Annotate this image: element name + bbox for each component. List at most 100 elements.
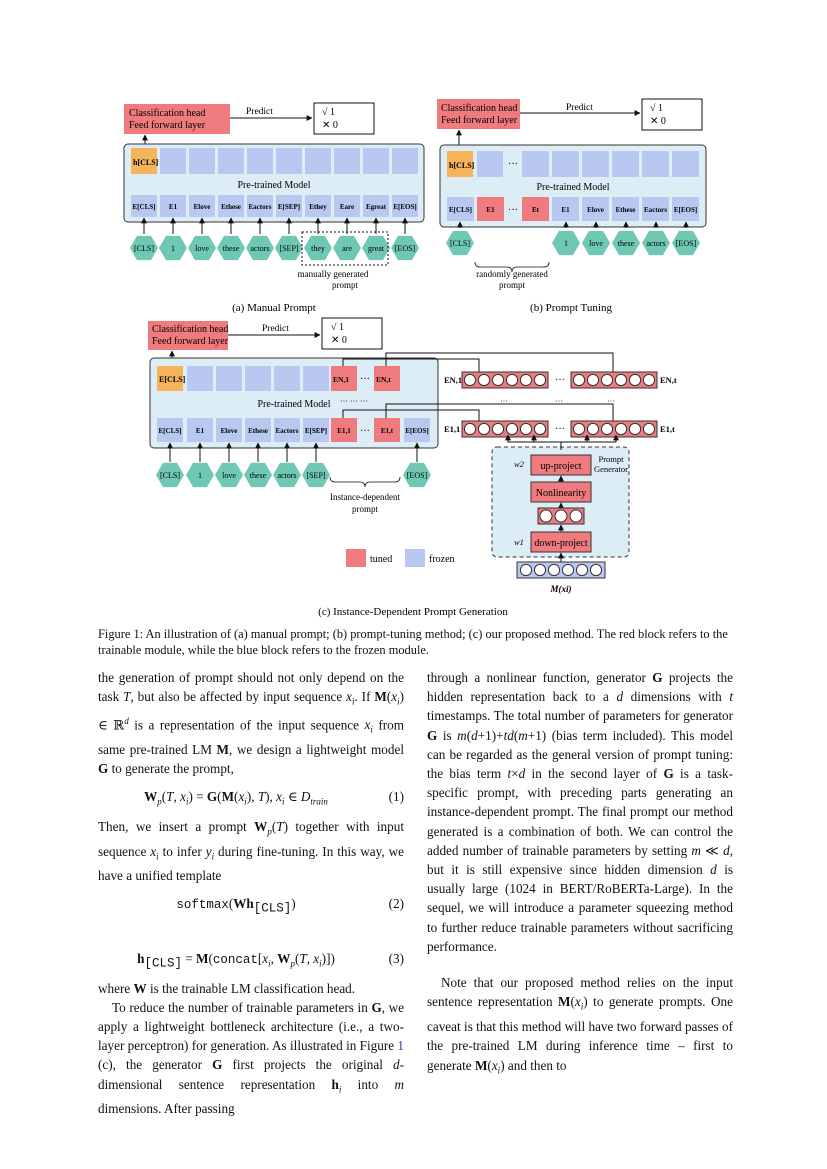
left-p3: where W is the trainable LM classificati… [98,980,356,996]
token-c-2 [215,462,243,488]
eq2-number: (2) [388,895,404,911]
token-c-3-label: these [250,471,267,480]
embed-b-3-label: E1 [561,206,570,214]
token-c-5-label: [SEP] [306,471,325,480]
classification-head-c [148,321,228,350]
eq3-number: (3) [388,950,404,966]
token-a-1-label: 1 [171,244,175,253]
note-line2-c: prompt [352,504,378,514]
token-b-0-label: [CLS] [450,239,470,248]
gen-label-ent: EN,t [660,375,677,385]
embed-a-0 [131,195,157,217]
embed-b-5-label: Ethese [616,206,636,214]
token-a-7-label: are [342,244,352,253]
note-line1-b: randomly generated [476,269,548,279]
token-c-1 [186,462,214,488]
token-a-2-label: love [195,244,209,253]
token-b-4-label: actors [646,239,665,248]
embed-b-0 [447,197,474,221]
ellipsis-b2: ··· [508,205,518,216]
embed-a-1 [160,195,186,217]
embed-c-0 [157,418,183,442]
embed-c-6-label: E1,1 [337,427,351,435]
embed-b-3 [552,197,579,221]
token-a-5-label: [SEP] [279,244,298,253]
model-label-a: Pre-trained Model [237,180,310,191]
top-embed-en1: EN,1 [333,375,349,384]
caption-a: (a) Manual Prompt [232,302,316,314]
legend-tuned-swatch [346,549,366,567]
out-yes-c: √ 1 [331,322,344,333]
token-a-5 [275,235,303,261]
note-line2-b: prompt [499,280,525,290]
embed-b-1 [477,197,504,221]
equation-1: Wp(T, xi) = G(M(xi), T), xi ∈ Dtrain (1) [144,788,404,807]
predict-c: Predict [262,324,289,334]
panel-a: Classification head Feed forward layer P… [123,102,425,314]
head-line1-b: Classification head [441,103,517,114]
embed-c-2-label: Elove [221,427,238,435]
legend-frozen-swatch [405,549,425,567]
note-line1-c: Instance-dependent [330,492,400,502]
gen-label-e1t: E1,t [660,424,675,434]
right-p2: Note that our proposed method relies on … [427,975,733,1076]
embed-b-4-label: Elove [587,206,604,214]
embed-c-6 [331,418,357,442]
token-a-8-label: great [368,244,385,253]
token-a-8 [362,235,390,261]
embed-c-2 [216,418,242,442]
note-line2-a: prompt [332,280,358,290]
token-a-4 [246,235,274,261]
token-b-5-label: [EOS] [676,239,697,248]
embed-a-9 [392,195,418,217]
svg-text:···: ··· [555,397,563,406]
left-p2: Then, we insert a prompt Wp(T) together … [98,818,405,884]
token-a-1 [159,235,187,261]
embed-a-3-label: Ethese [221,203,241,211]
right-p1: through a nonlinear function, generator … [427,670,734,954]
out-no-b: ✕ 0 [650,116,666,127]
token-b-0 [446,230,474,256]
classification-head-b [437,99,520,129]
left-p4: To reduce the number of trainable parame… [98,999,405,1117]
token-c-1-label: 1 [198,471,202,480]
gen-label-en1: EN,1 [444,375,462,385]
embed-c-5 [303,418,329,442]
embed-a-7-label: Eare [340,203,354,211]
embed-c-4-label: Eactors [276,427,299,435]
token-b-1-label: 1 [564,239,568,248]
embed-a-2-label: Elove [194,203,211,211]
output-box-a [313,102,375,135]
equation-2: softmax(Wh[CLS]) (2) [176,895,404,916]
embed-c-4 [274,418,300,442]
classification-head-a [124,104,230,134]
embed-a-5 [276,195,302,217]
embed-a-7 [334,195,360,217]
embed-c-0-label: E[CLS] [159,427,182,435]
embed-a-4-label: Eactors [249,203,272,211]
embed-a-3 [218,195,244,217]
svg-text:···: ··· [555,424,565,435]
pretrained-model-b [439,144,707,228]
embed-c-1-label: E1 [196,427,205,435]
head-line2-b: Feed forward layer [441,115,518,126]
embed-a-6 [305,195,331,217]
out-no-c: ✕ 0 [331,335,347,346]
token-b-1 [552,230,580,256]
token-c-0 [156,462,184,488]
token-c-5 [302,462,330,488]
token-a-7 [333,235,361,261]
caption-b: (b) Prompt Tuning [530,302,612,314]
panel-c: Classification head Feed forward layer P… [148,317,677,618]
embed-a-8 [363,195,389,217]
svg-text:··· ··· ···: ··· ··· ··· [340,397,368,406]
h-cls-b: h[CLS] [449,161,475,170]
predict-a: Predict [246,107,273,117]
nonlinearity-label: Nonlinearity [536,488,587,499]
svg-text:···: ··· [360,426,370,437]
head-line1-c: Classification head [152,324,228,335]
token-b-3 [612,230,640,256]
embed-c-1 [187,418,213,442]
token-a-4-label: actors [250,244,269,253]
token-c-2-label: love [222,471,236,480]
